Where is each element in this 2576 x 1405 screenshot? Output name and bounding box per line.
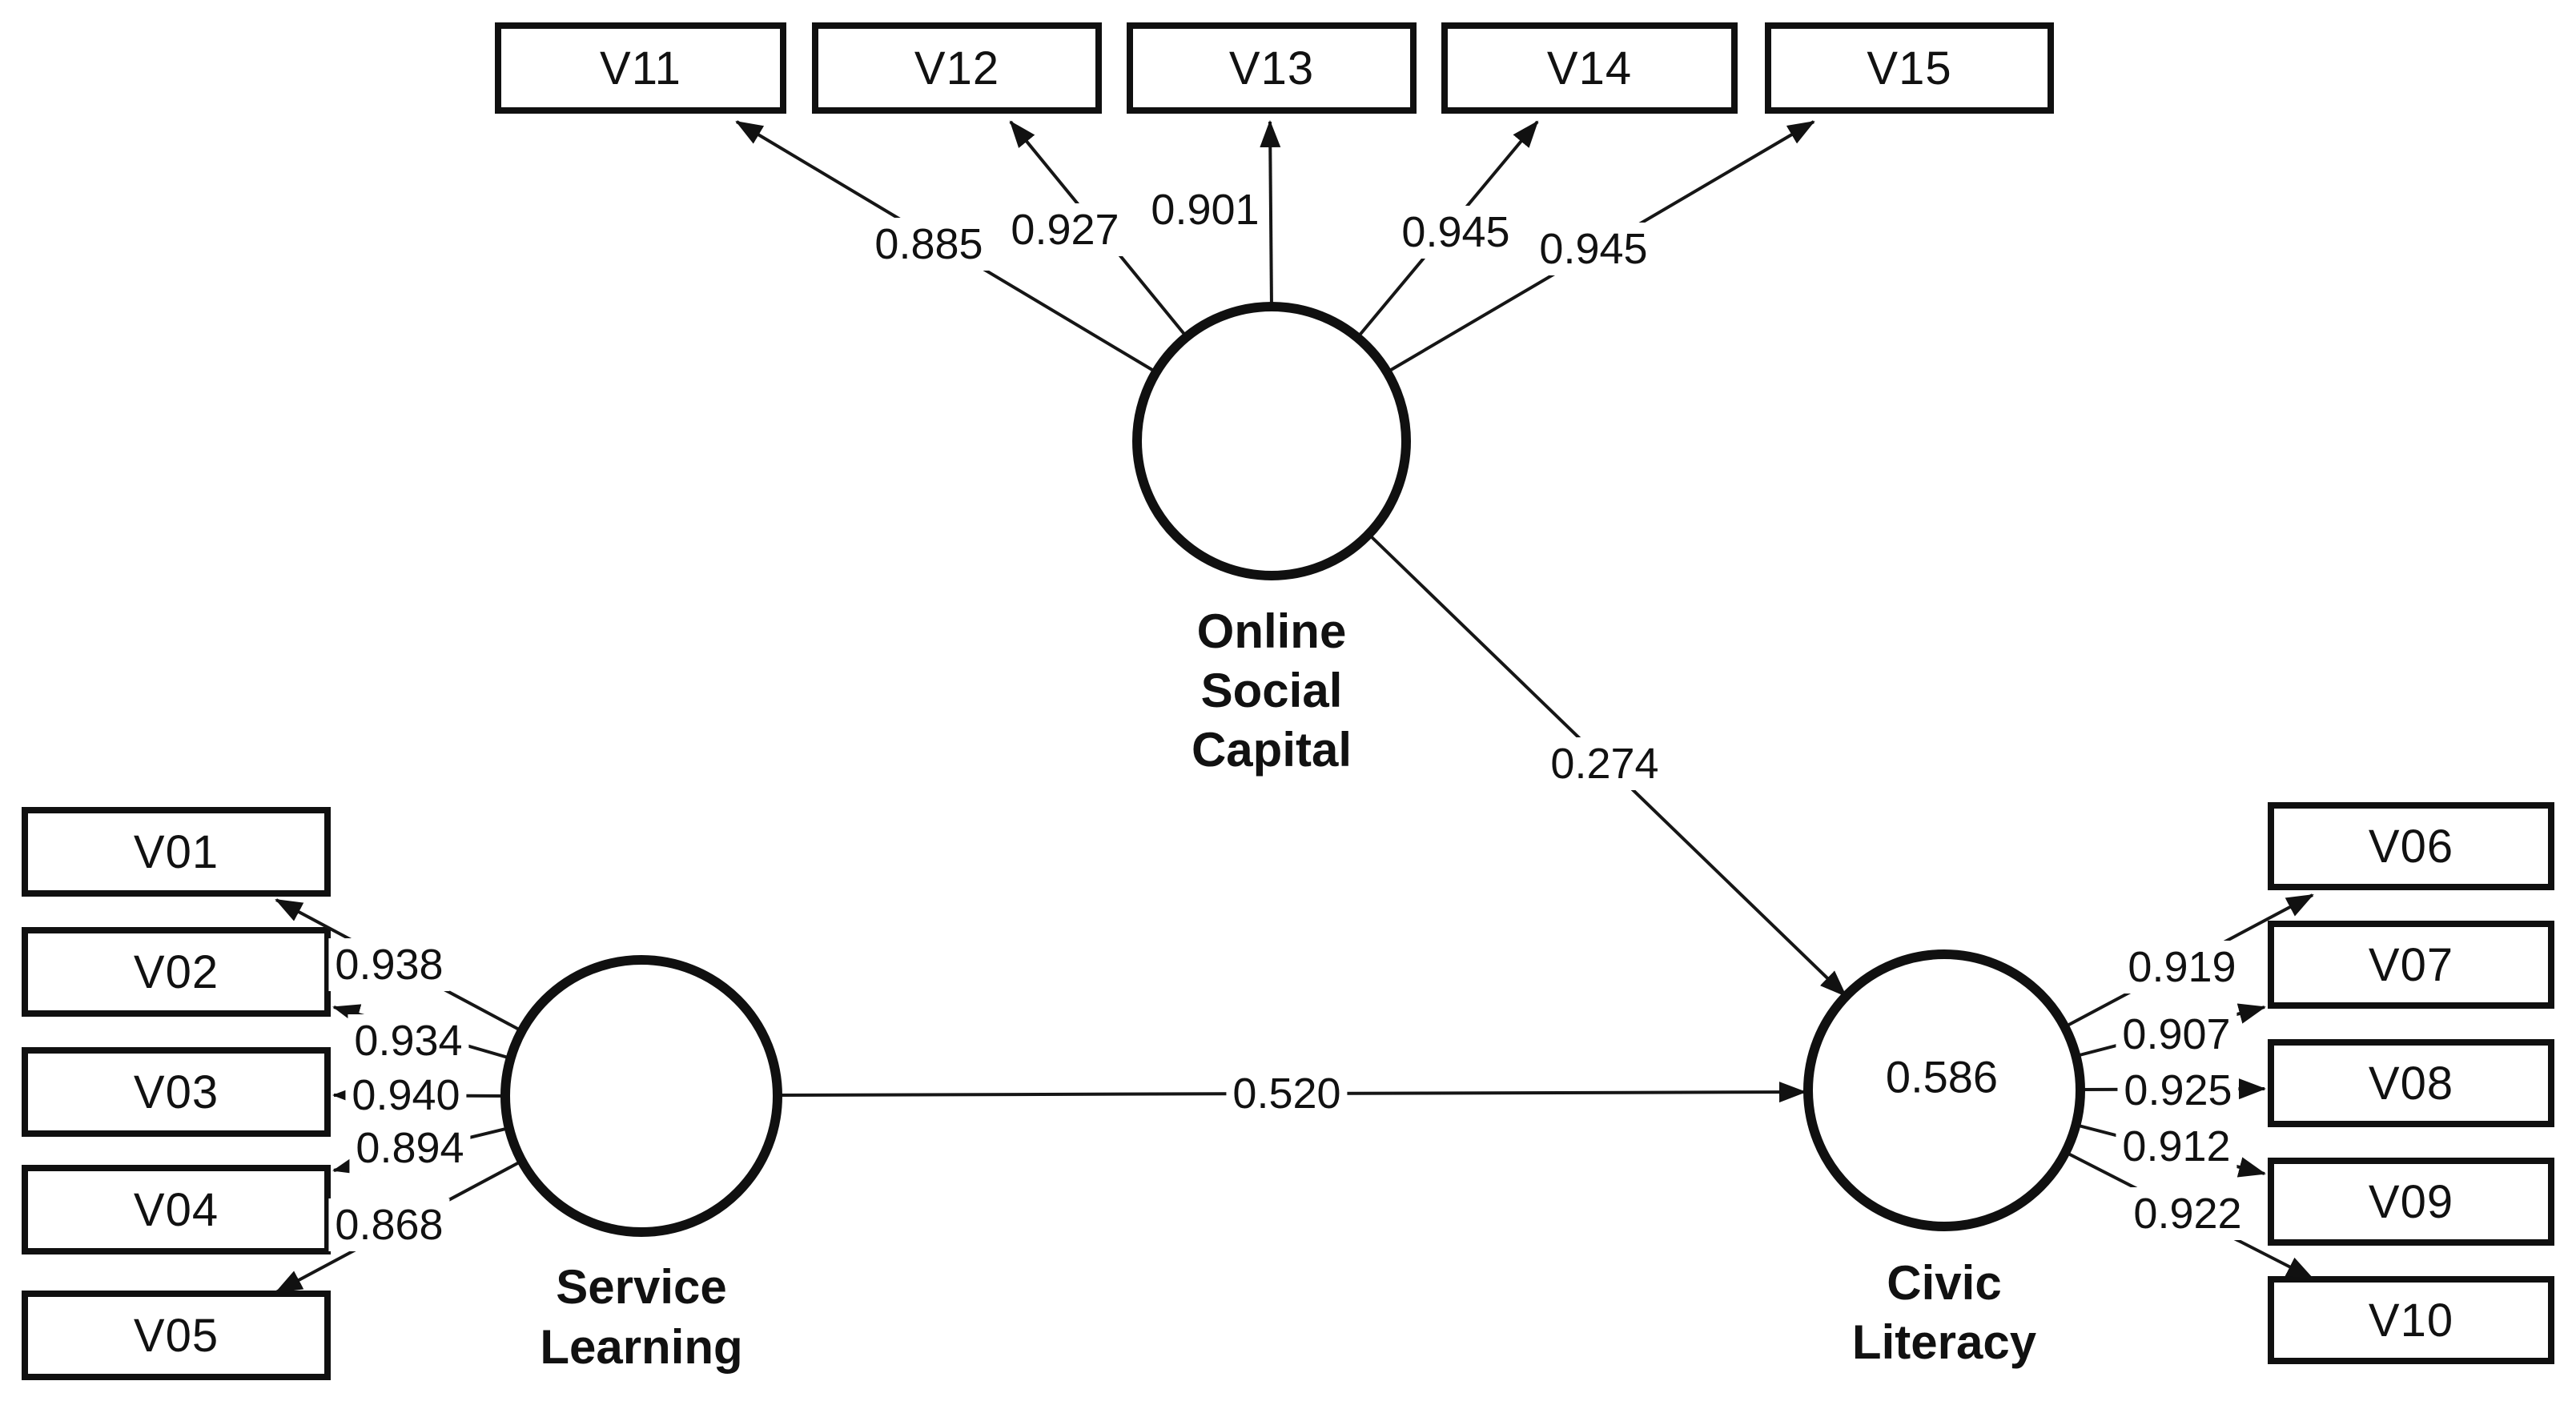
path-coefficient-service-learning-to-civic-literacy: 0.520: [1226, 1067, 1348, 1120]
loading-value-v12: 0.927: [1004, 203, 1126, 256]
indicator-box-v11: V11: [495, 22, 786, 114]
indicator-box-v03: V03: [22, 1047, 331, 1137]
indicator-box-v09: V09: [2268, 1158, 2554, 1246]
latent-label-service-learning: Service Learning: [540, 1257, 742, 1377]
loading-value-v04: 0.894: [349, 1122, 471, 1174]
indicator-label: V08: [2368, 1057, 2454, 1110]
latent-label-line: Capital: [1191, 723, 1352, 777]
loading-value-v14: 0.945: [1395, 206, 1517, 259]
indicator-label: V02: [133, 945, 219, 998]
loading-value-v06: 0.919: [2121, 941, 2243, 994]
indicator-box-v15: V15: [1765, 22, 2054, 114]
indicator-label: V13: [1228, 42, 1315, 94]
path-coefficient-osc-to-civic-literacy: 0.274: [1544, 737, 1666, 790]
indicator-label: V01: [133, 825, 219, 878]
loading-arrow-v13: [1260, 120, 1281, 309]
indicator-label: V12: [914, 42, 1000, 94]
loading-value-v02: 0.934: [348, 1014, 469, 1067]
indicator-label: V07: [2368, 938, 2454, 991]
loading-value-v01: 0.938: [328, 938, 450, 991]
latent-label-line: Online: [1196, 604, 1347, 658]
indicator-label: V03: [133, 1066, 219, 1118]
indicator-box-v01: V01: [22, 807, 331, 897]
loading-value-v15: 0.945: [1533, 223, 1654, 275]
indicator-box-v07: V07: [2268, 921, 2554, 1009]
indicator-box-v04: V04: [22, 1165, 331, 1254]
loading-value-v08: 0.925: [2117, 1064, 2239, 1117]
indicator-label: V15: [1867, 42, 1952, 94]
indicator-box-v08: V08: [2268, 1039, 2554, 1127]
latent-label-line: Social: [1200, 664, 1343, 717]
loading-value-v05: 0.868: [328, 1198, 450, 1251]
latent-label-line: Literacy: [1851, 1315, 2037, 1369]
indicator-box-v05: V05: [22, 1291, 331, 1380]
latent-label-line: Learning: [540, 1320, 743, 1374]
indicator-label: V05: [133, 1309, 219, 1362]
loading-value-v13: 0.901: [1144, 183, 1266, 236]
indicator-box-v14: V14: [1441, 22, 1738, 114]
latent-circle-service-learning: [500, 955, 782, 1237]
latent-label-civic-literacy: Civic Literacy: [1852, 1254, 2036, 1372]
indicator-label: V11: [600, 42, 681, 94]
latent-label-line: Civic: [1887, 1256, 2002, 1310]
latent-circle-online-social-capital: [1132, 302, 1411, 580]
indicator-label: V06: [2368, 820, 2454, 873]
loading-value-v03: 0.940: [345, 1069, 467, 1122]
latent-label-online-social-capital: Online Social Capital: [1192, 602, 1352, 780]
latent-label-line: Service: [556, 1260, 727, 1314]
loading-value-v11: 0.885: [868, 218, 990, 271]
indicator-box-v02: V02: [22, 927, 331, 1017]
loading-value-v07: 0.907: [2116, 1008, 2237, 1061]
indicator-label: V04: [133, 1183, 219, 1236]
indicator-box-v06: V06: [2268, 802, 2554, 890]
latent-circle-civic-literacy: [1803, 949, 2085, 1231]
loading-value-v10: 0.922: [2127, 1187, 2248, 1240]
indicator-box-v12: V12: [812, 22, 1102, 114]
indicator-box-v13: V13: [1127, 22, 1417, 114]
r-squared-civic-literacy: 0.586: [1885, 1051, 1999, 1102]
loading-value-v09: 0.912: [2116, 1120, 2237, 1173]
indicator-label: V10: [2368, 1294, 2454, 1347]
indicator-label: V09: [2368, 1175, 2454, 1228]
indicator-box-v10: V10: [2268, 1276, 2554, 1364]
indicator-label: V14: [1546, 42, 1633, 94]
